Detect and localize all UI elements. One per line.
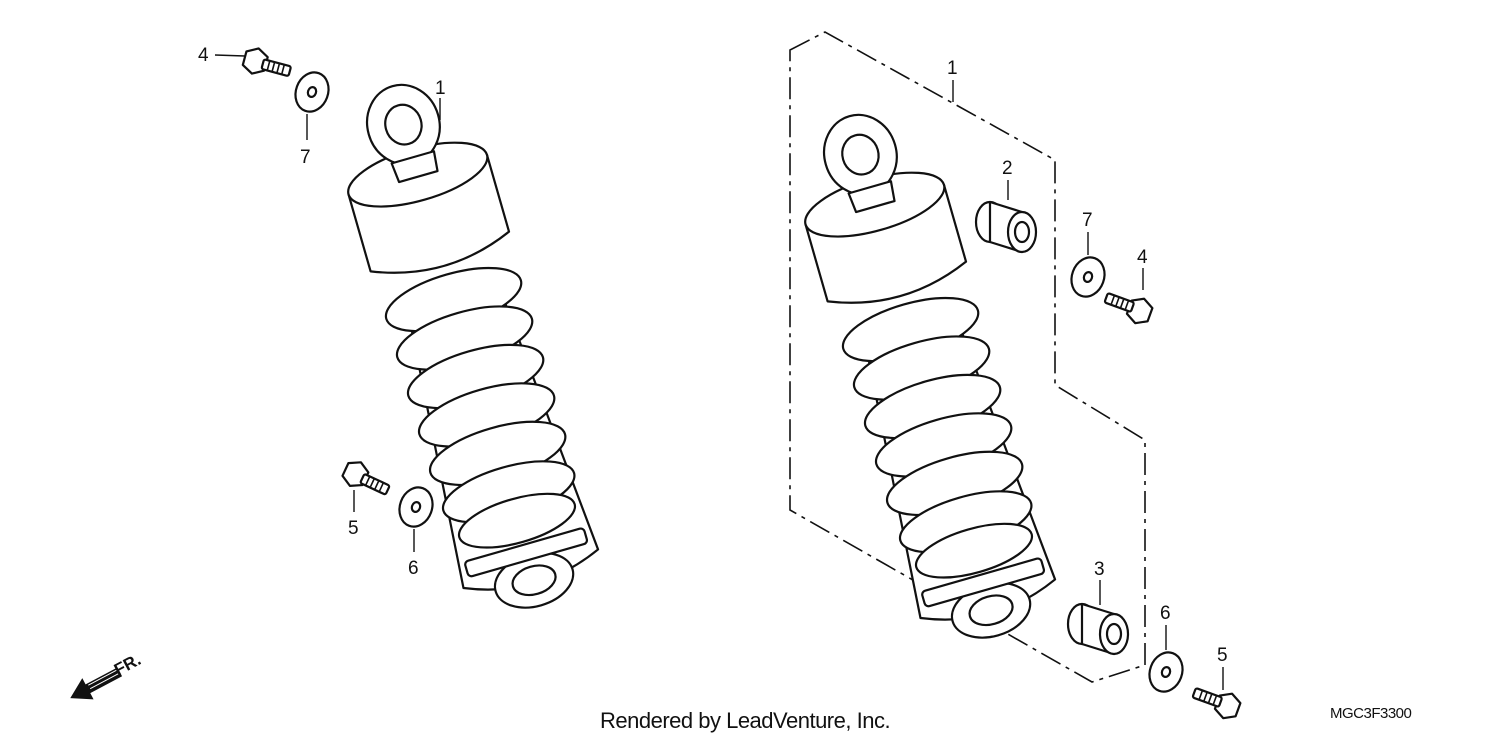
callout-left-6: 6 xyxy=(408,558,419,579)
right-washer-upper xyxy=(1065,251,1111,303)
right-washer-lower xyxy=(1143,646,1189,698)
callout-right-4: 4 xyxy=(1137,247,1148,268)
right-bolt-upper xyxy=(1100,285,1156,329)
callout-right-6: 6 xyxy=(1160,603,1171,624)
callout-right-3: 3 xyxy=(1094,559,1105,580)
assembly-boundary xyxy=(789,31,1146,683)
callout-left-4: 4 xyxy=(198,45,209,66)
callout-left-7: 7 xyxy=(300,147,311,168)
render-credit: Rendered by LeadVenture, Inc. xyxy=(600,708,891,733)
front-direction-arrow-icon xyxy=(70,667,123,700)
callout-right-2: 2 xyxy=(1002,158,1013,179)
left-bolt-upper xyxy=(240,44,295,85)
left-shock-absorber xyxy=(322,65,612,627)
right-bushing-upper xyxy=(974,200,1038,254)
callout-left-1: 1 xyxy=(435,78,446,99)
left-bolt-lower xyxy=(338,456,395,503)
left-washer-lower xyxy=(393,481,439,533)
diagram-code: MGC3F3300 xyxy=(1330,705,1412,722)
callout-right-7: 7 xyxy=(1082,210,1093,231)
right-bushing-lower xyxy=(1066,602,1130,656)
right-bolt-lower xyxy=(1188,680,1244,724)
callout-right-1: 1 xyxy=(947,58,958,79)
callout-right-5: 5 xyxy=(1217,645,1228,666)
right-shock-absorber xyxy=(779,95,1069,657)
callout-left-5: 5 xyxy=(348,518,359,539)
left-washer-upper xyxy=(289,66,335,118)
